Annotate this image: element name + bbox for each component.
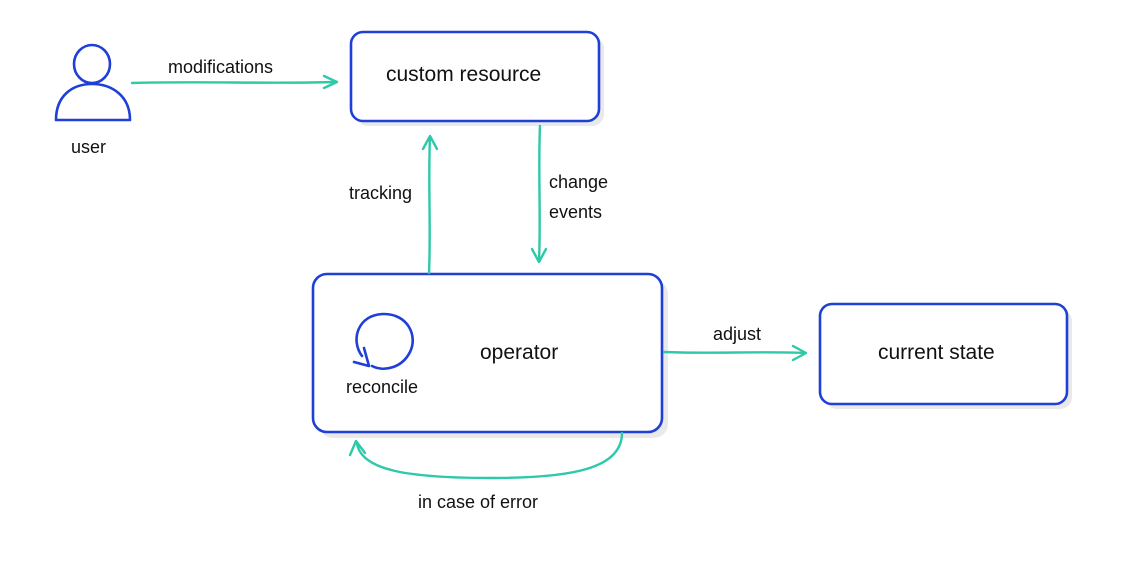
change-events-line-1: change xyxy=(549,172,609,192)
custom-resource-box xyxy=(349,30,604,126)
tracking-arrow xyxy=(421,134,439,275)
operator-label: operator xyxy=(480,341,559,364)
change-events-line-2: events xyxy=(549,202,603,222)
error-label: in case of error xyxy=(418,492,539,512)
modifications-arrow xyxy=(130,74,339,90)
reconcile-label: reconcile xyxy=(346,377,419,397)
error-loop-arrow xyxy=(348,431,624,480)
adjust-label: adjust xyxy=(713,324,762,344)
user-label: user xyxy=(71,137,107,157)
user-icon xyxy=(54,43,132,122)
change-events-label: change events xyxy=(549,167,608,227)
current-state-label: current state xyxy=(878,341,995,364)
current-state-box xyxy=(818,302,1072,409)
custom-resource-label: custom resource xyxy=(386,63,542,86)
change-events-arrow xyxy=(530,124,548,264)
reconcile-icon xyxy=(352,312,415,370)
adjust-arrow xyxy=(662,344,808,362)
modifications-label: modifications xyxy=(168,57,274,77)
operator-box xyxy=(311,272,668,438)
tracking-label: tracking xyxy=(349,183,413,203)
